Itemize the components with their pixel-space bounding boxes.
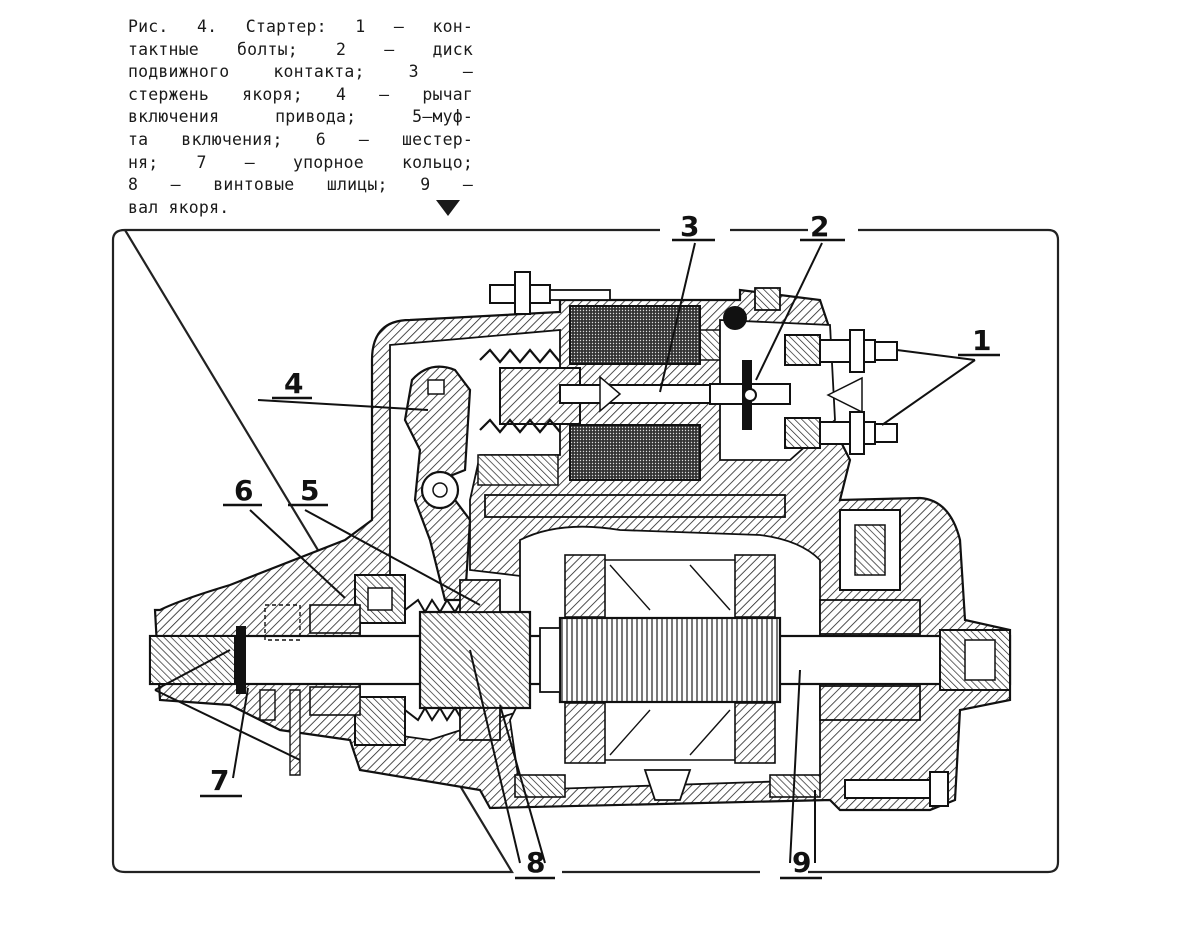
helical-splines — [418, 610, 532, 710]
caption-line: включения привода; 5—муф- — [128, 107, 473, 127]
figure-caption: Рис. 4. Стартер: 1 — кон- тактные болты;… — [128, 16, 473, 219]
stop-ring — [236, 626, 246, 694]
armature-rod — [559, 384, 711, 404]
pinion-gear — [309, 574, 406, 746]
label-4: 4 — [284, 367, 303, 400]
caption-line: Рис. 4. Стартер: 1 — кон- — [128, 17, 473, 36]
label-1: 1 — [972, 324, 991, 357]
label-3: 3 — [680, 210, 699, 243]
caption-line: та включения; 6 — шестер- — [128, 129, 473, 149]
caption-line: подвижного контакта; 3 — — [128, 62, 473, 82]
caption-line: вал якоря. — [128, 197, 230, 217]
pointer-arrow-icon — [436, 200, 460, 216]
return-spring — [479, 348, 561, 434]
solenoid-winding-top — [569, 305, 701, 365]
label-9: 9 — [792, 846, 811, 879]
armature-core — [558, 616, 782, 704]
caption-line: стержень якоря; 4 — рычаг — [128, 84, 473, 104]
label-8: 8 — [526, 846, 545, 879]
label-5: 5 — [300, 474, 319, 507]
caption-line: 8 — винтовые шлицы; 9 — — [128, 175, 473, 195]
label-7: 7 — [210, 764, 229, 797]
drive-clutch — [404, 579, 501, 741]
diagram-frame — [111, 228, 1060, 874]
label-6: 6 — [234, 474, 253, 507]
contact-bolts — [784, 329, 898, 455]
solenoid-winding-bottom — [569, 424, 701, 481]
label-2: 2 — [810, 210, 829, 243]
caption-line: ня; 7 — упорное кольцо; — [128, 152, 473, 172]
caption-line: тактные болты; 2 — диск — [128, 39, 473, 59]
leader-lines — [154, 242, 976, 864]
